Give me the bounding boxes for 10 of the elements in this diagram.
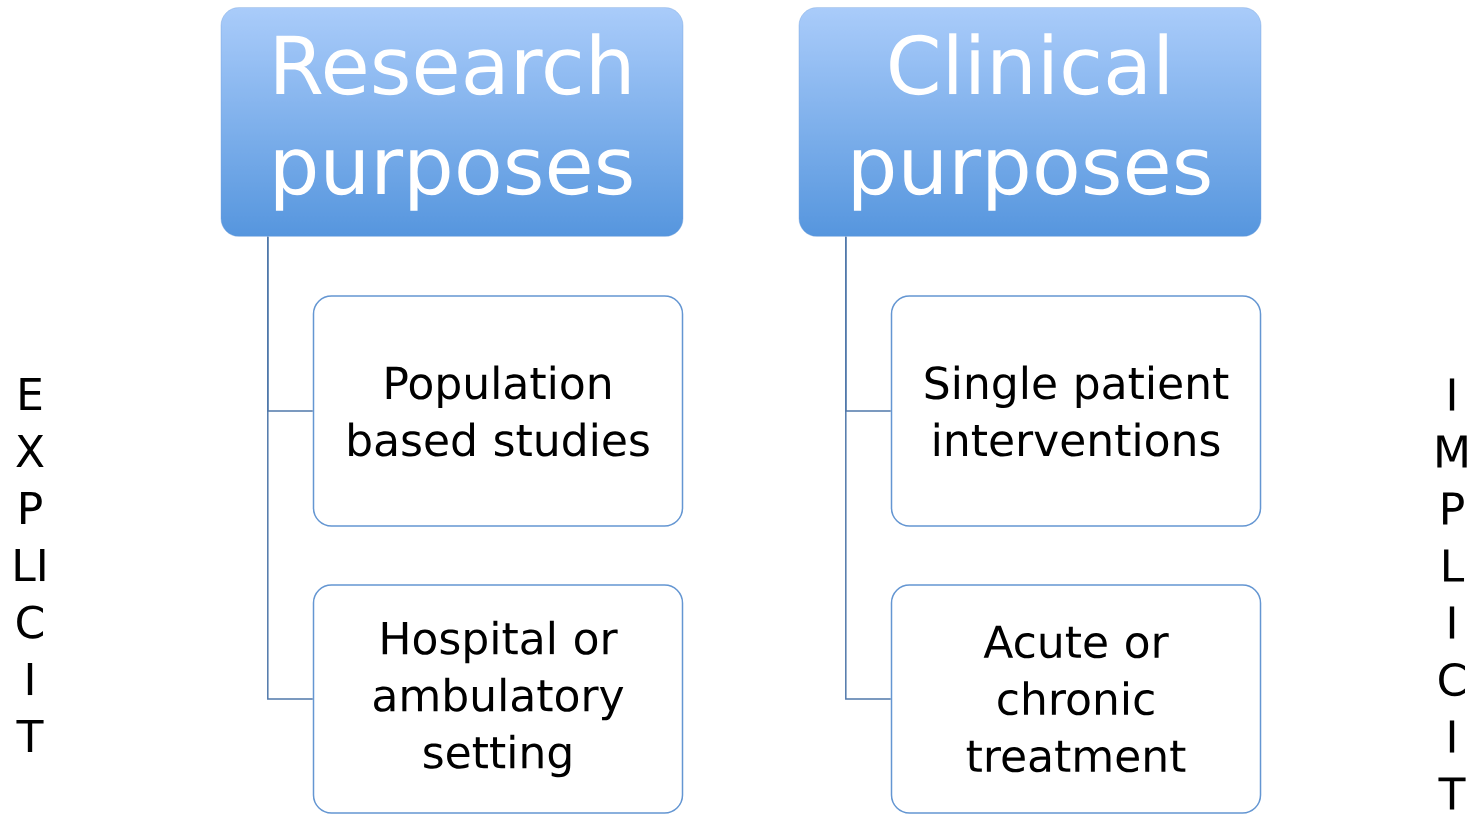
category-box: Acute or chronic treatment — [890, 584, 1262, 814]
connector-line — [845, 235, 892, 700]
heading-box: Clinical purposes — [798, 7, 1262, 237]
category-box: Hospital or ambulatory setting — [312, 584, 684, 814]
category-box: Single patient interventions — [890, 295, 1262, 527]
connector-line — [267, 235, 314, 700]
heading-box: Research purposes — [220, 7, 684, 237]
side-label: I M P L I C I T — [1437, 378, 1467, 810]
side-label: E X P LI C I T — [15, 377, 45, 753]
category-box: Population based studies — [312, 295, 684, 527]
